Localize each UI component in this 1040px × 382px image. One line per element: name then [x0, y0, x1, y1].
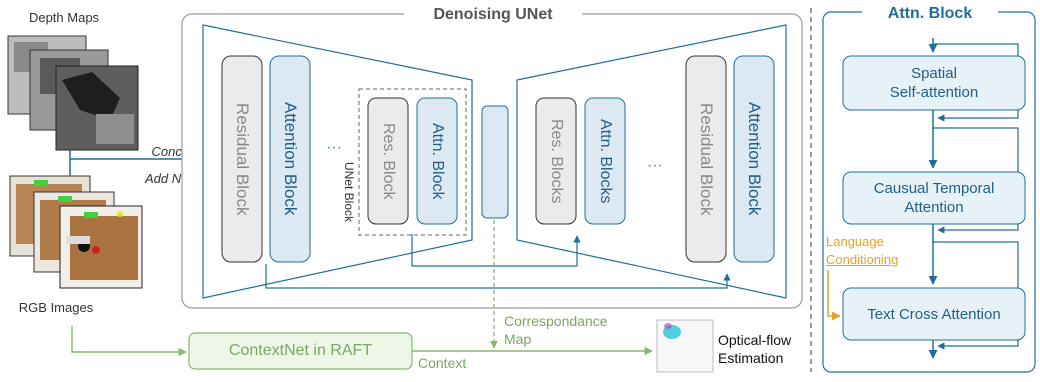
encoder-attn-block — [416, 97, 458, 225]
decoder-residual-label: Residual Block — [697, 102, 716, 216]
bottleneck-block — [481, 105, 509, 219]
correspondence-label: Correspondance Map — [504, 312, 608, 348]
optical-flow-line2: Estimation — [718, 350, 784, 366]
encoder-residual-label: Residual Block — [233, 102, 252, 216]
decoder-attention-label: Attention Block — [745, 102, 764, 216]
attn-panel-title: Attn. Block — [888, 5, 973, 22]
language-line1: Language — [826, 234, 884, 249]
decoder-res-blocks — [535, 97, 577, 225]
temporal-attention-box — [842, 171, 1026, 225]
decoder-attn-blocks — [584, 97, 626, 225]
rgb-images-label: RGB Images — [19, 300, 94, 315]
temporal-attention-line1: Causual Temporal — [873, 180, 995, 197]
optical-flow-label: Optical-flow Estimation — [718, 331, 791, 367]
decoder-res-label: Res. Blocks — [548, 118, 565, 204]
language-conditioning-arrow — [827, 270, 841, 321]
spatial-attention-line1: Spatial — [911, 65, 957, 82]
optical-flow-line1: Optical-flow — [718, 332, 792, 348]
decoder-attn-label: Attn. Blocks — [597, 118, 614, 204]
encoder-attention-label: Attention Block — [281, 102, 300, 216]
spatial-attention-line2: Self-attention — [889, 84, 979, 101]
contextnet-label: ContextNet in RAFT — [228, 342, 373, 359]
spatial-attention-label: Spatial Self-attention — [843, 56, 1025, 110]
spatial-attention-box — [842, 55, 1026, 111]
skip-connection-outer — [265, 264, 731, 289]
encoder-attention-block — [269, 55, 311, 263]
unet-block-label: UNet Block — [342, 161, 356, 223]
correspondence-line2: Map — [504, 331, 532, 347]
decoder-trapezoid — [516, 24, 787, 299]
correspondence-line1: Correspondance — [504, 313, 608, 329]
decoder-residual-block — [685, 55, 727, 263]
cross-attention-label: Text Cross Attention — [867, 305, 1001, 323]
temporal-attention-line2: Attention — [904, 199, 964, 216]
rgb-to-contextnet-arrow — [71, 326, 187, 357]
unet-title-bg — [404, 4, 582, 24]
decoder-attention-block — [733, 55, 775, 263]
temporal-attention-label: Causual Temporal Attention — [843, 172, 1025, 224]
cross-attention-box — [842, 287, 1026, 341]
context-label: Context — [418, 355, 467, 371]
depth-map-stack — [7, 35, 139, 151]
attn-panel-title-bg — [862, 2, 998, 22]
encoder-res-label: Res. Block — [380, 122, 397, 200]
depth-maps-label: Depth Maps — [29, 10, 100, 25]
encoder-residual-block — [221, 55, 263, 263]
ellipsis-encoder: ··· — [326, 139, 342, 156]
language-line2: Conditioning — [826, 252, 899, 267]
encoder-res-block — [367, 97, 409, 225]
ellipsis-decoder: ··· — [647, 157, 663, 174]
encoder-trapezoid — [202, 24, 473, 299]
language-conditioning-label: Language Conditioning — [826, 233, 936, 269]
rgb-image-stack — [9, 175, 143, 289]
unet-title: Denoising UNet — [433, 6, 553, 23]
optical-flow-blob-2 — [664, 323, 672, 329]
encoder-attn-label: Attn. Block — [429, 122, 446, 200]
